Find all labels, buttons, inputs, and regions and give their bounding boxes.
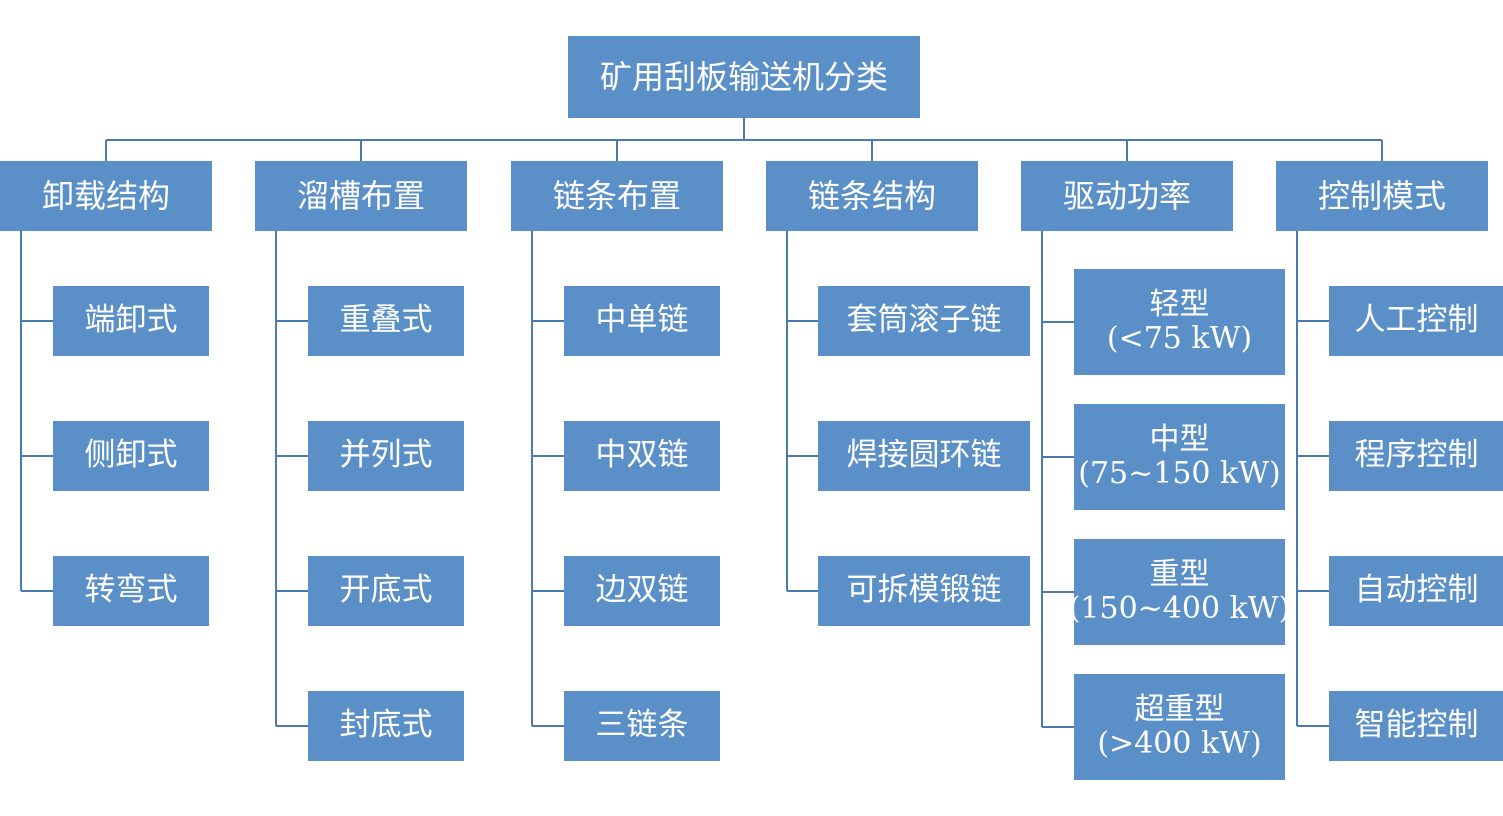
category-label: 驱动功率	[1062, 176, 1191, 215]
item-node-text: 侧卸式	[84, 437, 178, 474]
item-node: 并列式	[308, 421, 464, 491]
item-node-text: 套筒滚子链	[846, 302, 1002, 339]
item-node-text: (75~150 kW)	[1078, 456, 1281, 491]
item-node-text: 超重型	[1134, 691, 1225, 727]
item-node-text: 人工控制	[1354, 302, 1479, 339]
item-node: 可拆模锻链	[818, 556, 1030, 626]
item-node-text: (150~400 kW)	[1068, 591, 1291, 626]
category-node: 溜槽布置	[255, 161, 467, 231]
item-node: 程序控制	[1329, 421, 1503, 491]
item-node-text: 自动控制	[1354, 572, 1479, 609]
item-node: 超重型(>400 kW)	[1074, 674, 1285, 780]
item-node-text: 重型	[1149, 556, 1210, 592]
root-node: 矿用刮板输送机分类	[568, 36, 920, 118]
item-node: 智能控制	[1329, 691, 1503, 761]
item-node: 轻型(<75 kW)	[1074, 269, 1285, 375]
item-node: 套筒滚子链	[818, 286, 1030, 356]
item-node-text: 封底式	[339, 707, 433, 744]
item-node-text: 开底式	[339, 572, 433, 609]
item-node: 中型(75~150 kW)	[1074, 404, 1285, 510]
category-label: 控制模式	[1317, 176, 1446, 215]
item-node-text: 重叠式	[339, 302, 433, 339]
category-label: 溜槽布置	[296, 176, 425, 215]
category-node: 控制模式	[1276, 161, 1488, 231]
item-node-text: 中型	[1149, 421, 1210, 457]
item-node: 中单链	[564, 286, 720, 356]
item-node: 重叠式	[308, 286, 464, 356]
item-node-text: 智能控制	[1354, 707, 1479, 744]
item-node-text: 中双链	[595, 437, 689, 474]
item-node: 侧卸式	[53, 421, 209, 491]
item-node-text: 轻型	[1149, 286, 1210, 322]
item-node-text: 并列式	[339, 437, 433, 474]
item-node: 人工控制	[1329, 286, 1503, 356]
item-node: 封底式	[308, 691, 464, 761]
item-node: 端卸式	[53, 286, 209, 356]
item-node: 焊接圆环链	[818, 421, 1030, 491]
category-label: 链条布置	[552, 176, 681, 215]
item-node-text: (<75 kW)	[1106, 321, 1253, 356]
category-node: 链条布置	[511, 161, 723, 231]
item-node: 转弯式	[53, 556, 209, 626]
item-node-text: 三链条	[595, 707, 689, 744]
item-node-text: 端卸式	[84, 302, 178, 339]
item-node: 自动控制	[1329, 556, 1503, 626]
category-label: 链条结构	[807, 176, 936, 215]
category-node: 驱动功率	[1021, 161, 1233, 231]
item-node-text: 边双链	[595, 572, 689, 609]
category-label: 卸载结构	[41, 176, 170, 215]
item-node-text: 转弯式	[84, 572, 178, 609]
item-node: 三链条	[564, 691, 720, 761]
item-node: 重型(150~400 kW)	[1069, 539, 1290, 645]
item-node-text: 焊接圆环链	[846, 437, 1002, 474]
item-node: 中双链	[564, 421, 720, 491]
item-node: 边双链	[564, 556, 720, 626]
category-node: 卸载结构	[0, 161, 212, 231]
item-node: 开底式	[308, 556, 464, 626]
item-node-text: 中单链	[595, 302, 689, 339]
item-node-text: 程序控制	[1354, 437, 1479, 474]
category-node: 链条结构	[766, 161, 978, 231]
item-node-text: (>400 kW)	[1097, 726, 1262, 761]
item-node-text: 可拆模锻链	[846, 572, 1002, 609]
